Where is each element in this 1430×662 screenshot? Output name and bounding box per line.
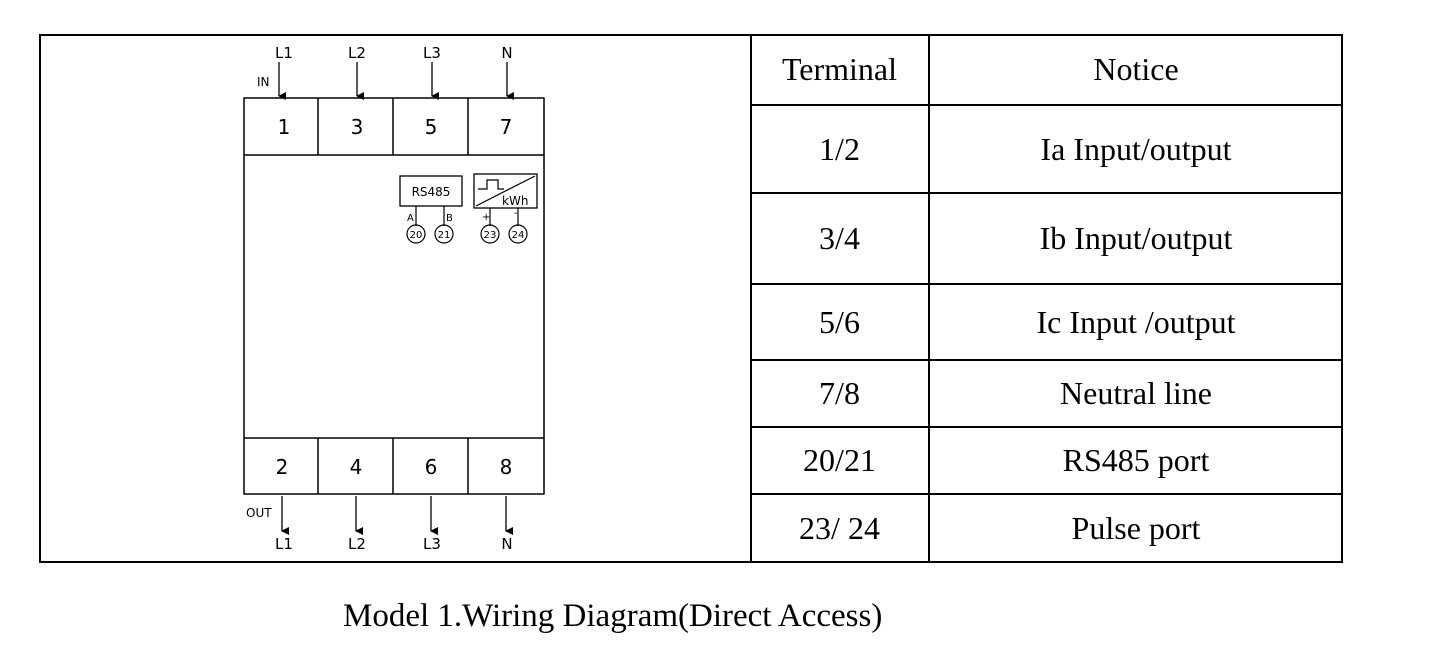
input-wire-l2-label: L2	[348, 44, 366, 62]
notice-cell: Ia Input/output	[928, 104, 1342, 194]
input-wire-l1-label: L1	[275, 44, 293, 62]
header-terminal: Terminal	[751, 35, 930, 106]
output-wire-l3-label: L3	[423, 535, 441, 553]
pulse-box	[473, 173, 538, 209]
output-direction-label: OUT	[246, 506, 272, 520]
meter-body	[243, 97, 545, 495]
table-header-row: Terminal Notice	[751, 35, 1342, 106]
table-row: 3/4 Ib Input/output	[751, 192, 1342, 285]
figure-caption: Model 1.Wiring Diagram(Direct Access)	[343, 598, 883, 634]
pulse-box-diagonal	[475, 175, 536, 207]
terminal-table: Terminal Notice 1/2 Ia Input/output 3/4 …	[751, 35, 1342, 561]
terminal-cell: 1/2	[751, 104, 930, 194]
terminal-20-circle	[406, 224, 426, 244]
notice-cell: RS485 port	[928, 426, 1342, 495]
terminal-5: 5	[425, 115, 438, 139]
table-row: 5/6 Ic Input /output	[751, 283, 1342, 361]
terminal-21-label: 21	[438, 230, 451, 241]
output-wire-n-label: N	[501, 535, 512, 553]
pulse-kwh-label: kWh	[502, 194, 528, 208]
output-wire-l2-label: L2	[348, 535, 366, 553]
terminal-cell: 7/8	[751, 359, 930, 428]
table-row: 7/8 Neutral line	[751, 359, 1342, 428]
terminal-8: 8	[500, 455, 513, 479]
terminal-6: 6	[425, 455, 438, 479]
terminal-23-circle	[480, 224, 500, 244]
terminal-3: 3	[351, 115, 364, 139]
terminal-7: 7	[500, 115, 513, 139]
pulse-plus-label: +	[482, 212, 490, 223]
pulse-minus-label: -	[514, 208, 518, 219]
rs485-box	[399, 175, 463, 207]
table-row: 1/2 Ia Input/output	[751, 104, 1342, 194]
terminal-23-label: 23	[484, 230, 497, 241]
terminal-2: 2	[276, 455, 289, 479]
table-row: 23/ 24 Pulse port	[751, 493, 1342, 561]
pulse-wave-icon	[478, 179, 504, 190]
notice-cell: Ib Input/output	[928, 192, 1342, 285]
input-wire-l3-label: L3	[423, 44, 441, 62]
terminal-cell: 3/4	[751, 192, 930, 285]
input-direction-label: IN	[257, 75, 270, 89]
terminal-1: 1	[278, 115, 291, 139]
input-wire-n-label: N	[501, 44, 512, 62]
rs485-label: RS485	[412, 185, 451, 199]
terminal-24-label: 24	[512, 230, 525, 241]
terminal-cell: 23/ 24	[751, 493, 930, 561]
terminal-cell: 5/6	[751, 283, 930, 361]
terminal-20-label: 20	[410, 230, 423, 241]
terminal-21-circle	[434, 224, 454, 244]
notice-cell: Neutral line	[928, 359, 1342, 428]
output-wire-l1-label: L1	[275, 535, 293, 553]
header-notice: Notice	[928, 35, 1342, 106]
terminal-cell: 20/21	[751, 426, 930, 495]
terminal-4: 4	[350, 455, 363, 479]
notice-cell: Pulse port	[928, 493, 1342, 561]
table-row: 20/21 RS485 port	[751, 426, 1342, 495]
outer-frame	[39, 34, 1343, 563]
terminal-24-circle	[508, 224, 528, 244]
wiring-diagram: 1 3 5 7 2 4 6 8 L1 L2 L3 N IN OUT L1 L2 …	[243, 44, 545, 553]
rs485-pin-a-label: A	[407, 213, 414, 224]
rs485-pin-b-label: B	[446, 213, 453, 224]
notice-cell: Ic Input /output	[928, 283, 1342, 361]
